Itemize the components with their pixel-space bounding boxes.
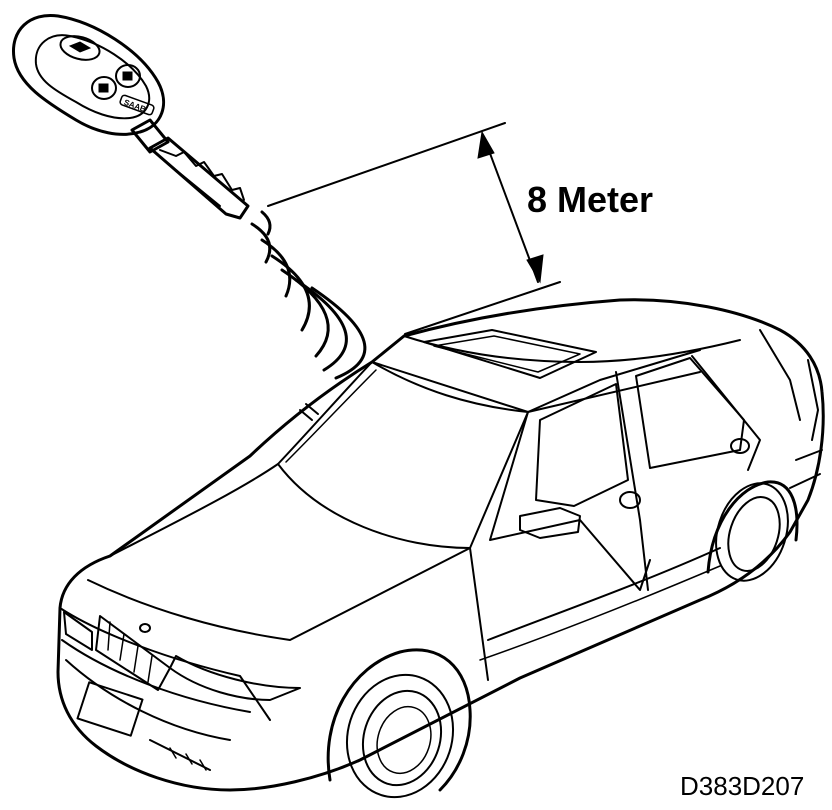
key-brand-label: SAAB (123, 98, 148, 114)
dimension-arrow-icon (267, 122, 561, 335)
figure-code: D383D207 (680, 771, 804, 801)
remote-key-icon: SAAB (12, 13, 250, 220)
distance-label: 8 Meter (527, 179, 653, 220)
car-icon (56, 298, 825, 799)
signal-waves-icon (250, 210, 367, 380)
